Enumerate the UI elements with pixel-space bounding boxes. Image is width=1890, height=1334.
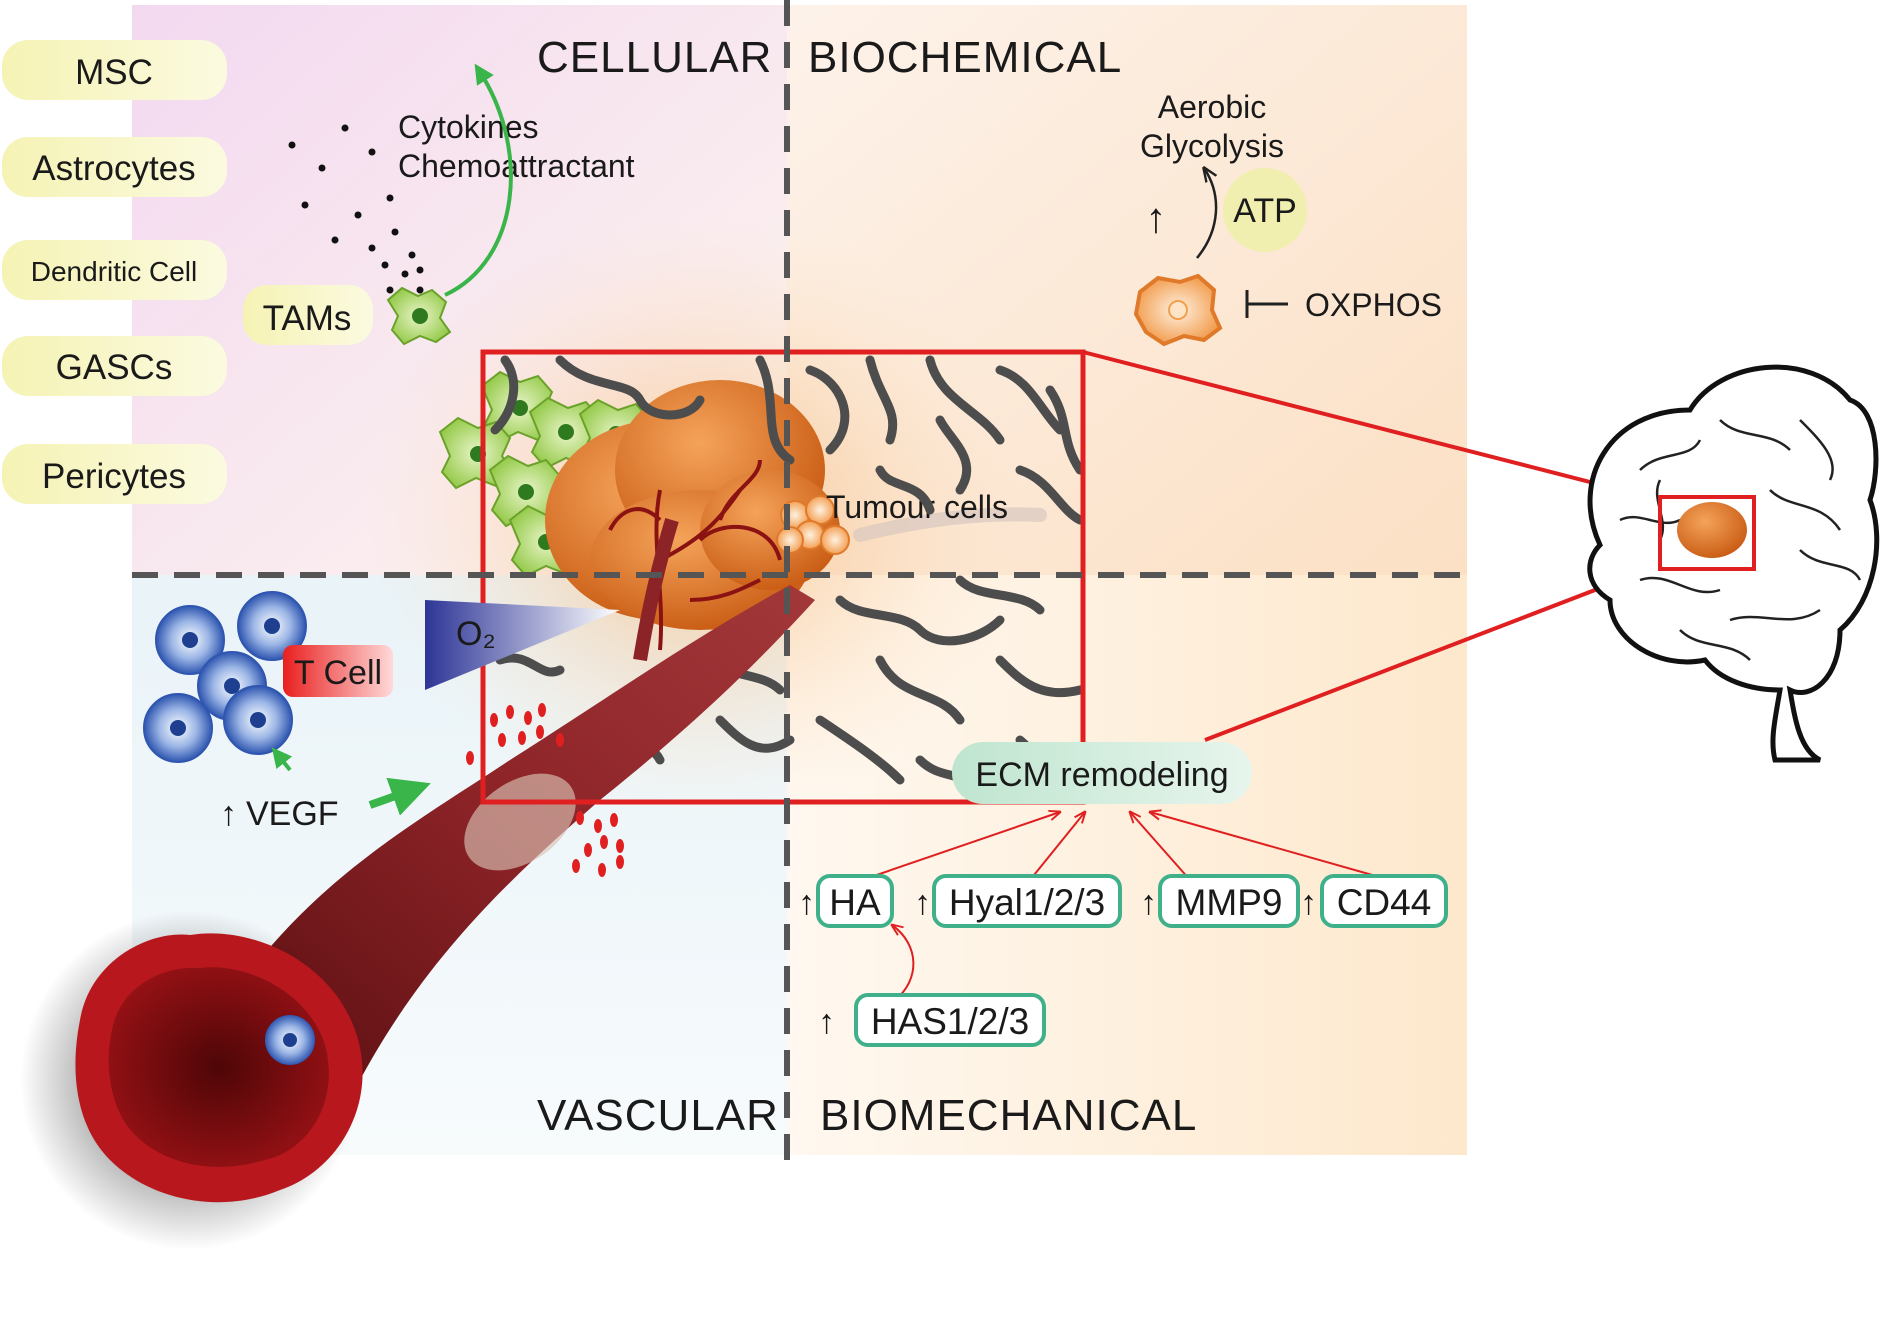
cell-type-label: Astrocytes bbox=[32, 149, 195, 188]
glycolysis-arrow bbox=[1196, 168, 1218, 259]
tcell-label: T Cell bbox=[294, 654, 382, 692]
vessel-tcell-icon bbox=[265, 1015, 315, 1065]
vegf-big-arrow bbox=[368, 777, 431, 816]
marker-label-ha: HA bbox=[829, 882, 881, 923]
cell-type-pill bbox=[2, 240, 227, 300]
marker-box-has bbox=[854, 993, 1046, 1047]
tams-label: TAMs bbox=[263, 299, 352, 338]
zoom-connector-top bbox=[1082, 350, 1661, 502]
marker-label-has: HAS1/2/3 bbox=[871, 1001, 1029, 1042]
marker-up-arrow-icon: ↑ bbox=[798, 884, 815, 922]
cell-type-label: GASCs bbox=[56, 348, 173, 387]
marker-up-arrow-icon: ↑ bbox=[1300, 884, 1317, 922]
oxygen-label: O₂ bbox=[456, 615, 496, 653]
cell-type-label: Pericytes bbox=[42, 457, 186, 496]
atp-label: ATP bbox=[1233, 192, 1297, 230]
quadrant-title-vascular: VASCULAR bbox=[537, 1091, 779, 1140]
tumour-cell-icon bbox=[1133, 273, 1223, 347]
vessel-lumen bbox=[108, 967, 329, 1167]
cytokines-label: Cytokines bbox=[398, 109, 539, 145]
vegf-label: VEGF bbox=[246, 795, 339, 833]
marker-label-cd44: CD44 bbox=[1337, 882, 1432, 923]
marker-box-cd44 bbox=[1320, 874, 1448, 928]
quadrant-title-biochemical: BIOCHEMICAL bbox=[808, 33, 1122, 82]
oxygen-gradient-wedge bbox=[425, 600, 620, 690]
tcell-badge bbox=[283, 645, 393, 697]
tcell-cluster bbox=[143, 591, 307, 763]
tam-cell-icon bbox=[386, 286, 452, 346]
aerobic-label: Aerobic bbox=[1158, 89, 1267, 125]
marker-up-arrow-icon: ↑ bbox=[1140, 884, 1157, 922]
ecm-marker-row: ↑ HA ↑ Hyal1/2/3 ↑ MMP9 ↑ CD44 bbox=[798, 874, 1448, 928]
cell-type-label: Dendritic Cell bbox=[31, 256, 198, 287]
oxphos-label: OXPHOS bbox=[1305, 287, 1442, 323]
ecm-arrows bbox=[861, 812, 1391, 1001]
chemoattraction-arrow bbox=[444, 63, 513, 297]
chemoattractant-label: Chemoattractant bbox=[398, 148, 635, 184]
up-arrow-icon: ↑ bbox=[1146, 194, 1167, 241]
marker-box-ha bbox=[816, 874, 894, 928]
marker-box-hyal bbox=[932, 874, 1122, 928]
cell-type-pill bbox=[2, 444, 227, 504]
marker-label-hyal: Hyal1/2/3 bbox=[949, 882, 1105, 923]
zoom-connector-bottom bbox=[1204, 563, 1661, 742]
cell-type-pill bbox=[2, 137, 227, 197]
has-up-arrow-icon: ↑ bbox=[818, 1003, 835, 1041]
vegf-up-arrow-icon: ↑ bbox=[220, 795, 237, 833]
tams-pill bbox=[243, 285, 373, 345]
quadrant-title-cellular: CELLULAR bbox=[537, 33, 772, 82]
marker-box-mmp9 bbox=[1158, 874, 1300, 928]
red-blood-cells bbox=[466, 703, 624, 877]
quadrant-title-biomechanical: BIOMECHANICAL bbox=[820, 1091, 1197, 1140]
ecm-remodeling-pill bbox=[952, 742, 1252, 804]
cytokine-dots bbox=[288, 124, 424, 294]
vegf-small-arrow bbox=[271, 747, 293, 772]
ecm-remodeling-label: ECM remodeling bbox=[975, 756, 1228, 794]
tumour-cell-trail bbox=[853, 507, 1047, 542]
marker-up-arrow-icon: ↑ bbox=[914, 884, 931, 922]
cell-type-pill bbox=[2, 40, 227, 100]
marker-label-mmp9: MMP9 bbox=[1176, 882, 1283, 923]
cell-type-list: MSC Astrocytes Dendritic Cell GASCs Peri… bbox=[2, 40, 227, 504]
tumour-vasculature bbox=[608, 459, 782, 651]
brain-icon bbox=[1587, 364, 1880, 763]
blood-vessel bbox=[230, 517, 815, 1080]
cell-type-label: MSC bbox=[75, 53, 153, 92]
atp-badge bbox=[1223, 168, 1307, 252]
cell-type-pill bbox=[2, 336, 227, 396]
glycolysis-label: Glycolysis bbox=[1140, 128, 1284, 164]
